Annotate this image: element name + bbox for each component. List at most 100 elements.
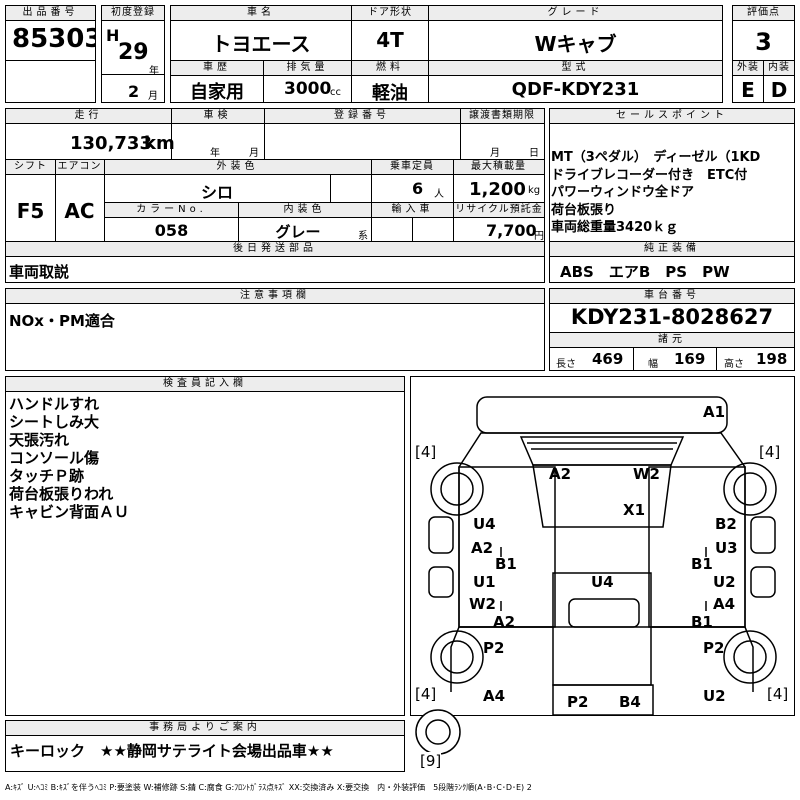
door-cell: ドア形状 4T <box>351 5 429 61</box>
fuel-cell: 燃料 軽油 <box>351 60 429 103</box>
capacity: 6 <box>412 179 424 198</box>
sales-point-item: 車両総重量3420ｋｇ <box>551 220 679 235</box>
damage-diagram: [4] [4] [4] [4] A1 A2 W2 X1 U4 B2 A2 U3 … <box>410 376 795 716</box>
displacement: 3000 <box>284 79 332 99</box>
damage-mark: B1 <box>495 555 517 573</box>
inspector-item: コンソール傷 <box>9 449 100 467</box>
year-unit: 年 <box>149 66 159 77</box>
sales-point-list: MT（3ペダル） ディーゼル（1KD ドライブレコーダー付き ETC付 パワーウ… <box>551 149 760 237</box>
damage-mark: A2 <box>493 613 516 631</box>
damage-mark: U1 <box>473 573 496 591</box>
shift: F5 <box>16 199 45 223</box>
score: 3 <box>755 28 772 56</box>
capacity-header: 乗車定員 <box>371 160 453 175</box>
sales-point-cell: セールスポイント MT（3ペダル） ディーゼル（1KD ドライブレコーダー付き … <box>549 108 795 242</box>
history-header: 車歴 <box>171 61 263 76</box>
transfer-month-unit: 月 <box>490 148 500 159</box>
model-code-cell: 型式 QDF-KDY231 <box>428 60 723 103</box>
mileage: 130,733 <box>70 133 152 154</box>
year: 29 <box>118 40 149 65</box>
int-color: グレー <box>275 223 321 241</box>
transfer-day-unit: 日 <box>529 148 539 159</box>
exterior-grade-cell: 外装 E <box>732 60 764 103</box>
fuel: 軽油 <box>372 83 408 103</box>
damage-mark: A1 <box>703 403 726 421</box>
chassis-no: KDY231-8028627 <box>570 305 774 329</box>
inspector-item: ハンドルすれ <box>9 395 100 413</box>
score-cell: 評価点 3 <box>732 5 795 61</box>
tire-rear-right: [4] <box>767 685 789 703</box>
inspector-item: タッチＰ跡 <box>9 467 85 485</box>
damage-mark: U3 <box>715 539 738 557</box>
grade: Wキャブ <box>534 32 617 56</box>
mileage-unit: km <box>144 133 175 154</box>
damage-mark: W2 <box>469 595 496 613</box>
later-parts-cell: 後日発送部品 車両取説 <box>5 241 545 283</box>
grade-cell: グレード Wキャブ <box>428 5 723 61</box>
tire-rear-left: [4] <box>415 685 437 703</box>
ext-color: シロ <box>200 183 233 202</box>
damage-mark: A2 <box>471 539 494 557</box>
chassis-no-header: 車台番号 <box>550 289 794 304</box>
car-name: トヨエース <box>211 32 311 56</box>
aircon: AC <box>64 199 95 223</box>
interior-grade-cell: 内装 D <box>763 60 795 103</box>
inspector-cell: 検査員記入欄 ハンドルすれ シートしみ大 天張汚れ コンソール傷 タッチＰ跡 荷… <box>5 376 405 716</box>
mileage-header: 走行 <box>6 109 171 124</box>
damage-mark: X1 <box>623 501 646 519</box>
reg-no-header: 登録番号 <box>264 109 460 124</box>
notes: NOx・PM適合 <box>9 312 115 330</box>
color-no: 058 <box>154 221 189 240</box>
ext-color-header: 外装色 <box>104 160 371 175</box>
door: 4T <box>376 28 404 52</box>
damage-mark: A2 <box>549 465 572 483</box>
truck-outline <box>428 396 777 715</box>
damage-mark: P2 <box>567 693 589 711</box>
spare-tire <box>415 709 461 755</box>
chassis-specs-cell: 車台番号 KDY231-8028627 諸元 長さ 469 幅 169 高さ 1… <box>549 288 795 371</box>
spec-length-label: 長さ <box>556 359 576 370</box>
vehicle-info-grid: 走行 車検 登録番号 譲渡書類期限 130,733 km 年 月 月 日 シフト… <box>5 108 545 242</box>
office-note-cell: 事務局よりご案内 キーロック ★★静岡サテライト会場出品車★★ <box>5 720 405 772</box>
spec-width-label: 幅 <box>648 359 658 370</box>
history: 自家用 <box>190 82 244 103</box>
max-load: 1,200 <box>469 179 526 200</box>
damage-mark: U2 <box>713 573 736 591</box>
recycle-header: リサイクル預託金 <box>454 203 544 218</box>
genuine-equip-header: 純正装備 <box>550 242 794 257</box>
car-name-cell: 車名 トヨエース <box>170 5 352 61</box>
office-note: キーロック ★★静岡サテライト会場出品車★★ <box>10 742 334 760</box>
door-header: ドア形状 <box>352 6 428 21</box>
inspector-item: 天張汚れ <box>9 431 70 449</box>
tire-front-left: [4] <box>415 443 437 461</box>
sales-point-header: セールスポイント <box>550 109 794 124</box>
spec-height-label: 高さ <box>724 359 744 370</box>
recycle: 7,700 <box>486 221 537 240</box>
displacement-cell: 排気量 3000 cc <box>263 60 352 103</box>
sales-point-item: 荷台板張り <box>551 202 617 218</box>
notes-cell: 注意事項欄 NOx・PM適合 <box>5 288 545 371</box>
import-header: 輸入車 <box>372 203 453 218</box>
first-registration-header: 初度登録 <box>102 6 164 21</box>
damage-mark: W2 <box>633 465 660 483</box>
fuel-header: 燃料 <box>352 61 428 76</box>
car-name-header: 車名 <box>171 6 351 21</box>
max-load-unit: kg <box>528 185 541 196</box>
aircon-header: エアコン <box>55 160 104 175</box>
damage-mark: U4 <box>591 573 614 591</box>
damage-mark: B4 <box>619 693 641 711</box>
inspector-header: 検査員記入欄 <box>6 377 404 392</box>
genuine-equip: ABS エアB PS PW <box>560 263 730 281</box>
inspector-list: ハンドルすれ シートしみ大 天張汚れ コンソール傷 タッチＰ跡 荷台板張りわれ … <box>9 395 129 521</box>
spec-height: 198 <box>756 350 788 368</box>
grade-header: グレード <box>429 6 722 21</box>
lot-number-empty <box>5 60 96 103</box>
era: H <box>106 26 120 45</box>
score-header: 評価点 <box>733 6 794 21</box>
tire-front-right: [4] <box>759 443 781 461</box>
exterior-grade: E <box>741 78 755 102</box>
damage-mark: P2 <box>703 639 725 657</box>
month: 2 <box>128 82 140 101</box>
legend: A:ｷｽﾞ U:ﾍｺﾐ B:ｷｽﾞを伴うﾍｺﾐ P:要塗装 W:補修跡 S:錆 … <box>5 783 532 792</box>
int-color-suffix: 系 <box>358 231 368 242</box>
